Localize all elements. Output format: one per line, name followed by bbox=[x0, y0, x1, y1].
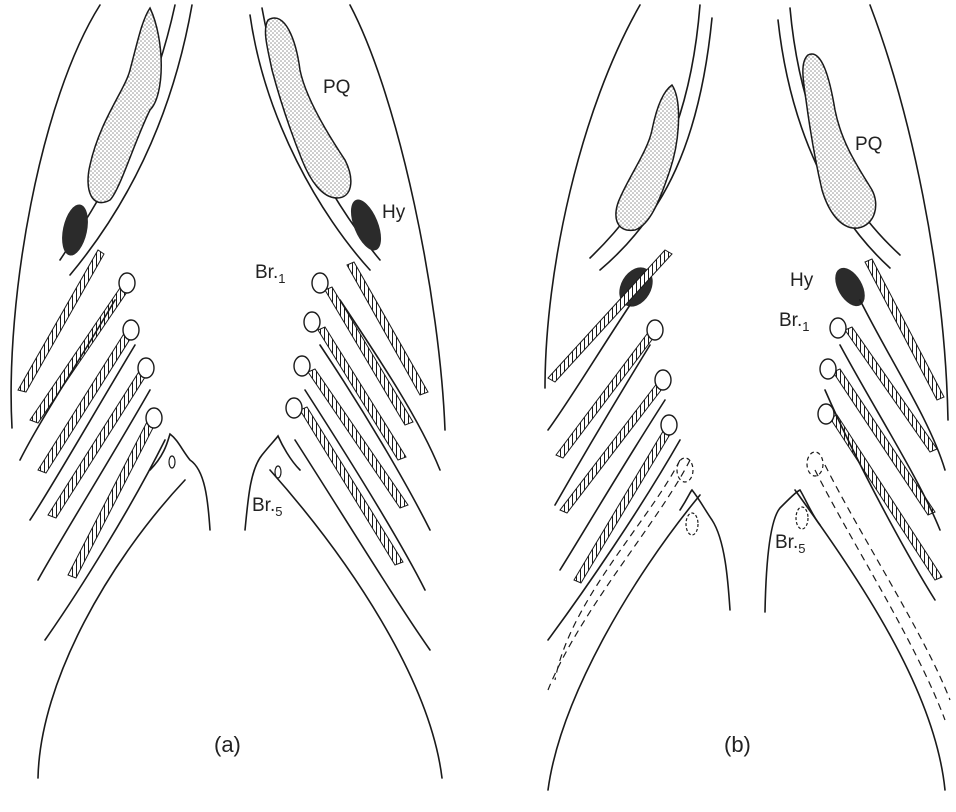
gill-arch-1-left-b bbox=[548, 250, 672, 382]
label-hy-b: Hy bbox=[790, 270, 814, 291]
pharyngobranchial-3-left-b bbox=[661, 415, 677, 435]
pharyngobranchial-2-left bbox=[123, 320, 139, 340]
gill-arch-2-right-b bbox=[845, 327, 937, 452]
pharyngobranchial-3-right-b bbox=[818, 404, 834, 424]
right-lower-body-b bbox=[795, 490, 945, 790]
right-lower-body bbox=[270, 470, 442, 778]
fifth-arch-foramen-left-b bbox=[686, 513, 698, 535]
left-gill-septum-4 bbox=[45, 440, 165, 640]
fifth-arch-left bbox=[150, 434, 210, 530]
pharyngobranchial-3-left bbox=[138, 358, 154, 378]
hyomandibular-right bbox=[345, 195, 387, 254]
dashed-pharyngobranchial-right-b bbox=[807, 452, 823, 476]
label-br1-a: Br.1 bbox=[255, 262, 285, 286]
gill-arch-1-left bbox=[18, 250, 104, 392]
pharyngobranchial-2-left-b bbox=[655, 370, 671, 390]
panel-a: PQ Hy Br.1 Br.5 (a) bbox=[11, 5, 445, 778]
left-gill-septum-4-b bbox=[548, 440, 680, 640]
right-body-outline-b bbox=[870, 5, 948, 420]
fifth-arch-left-b bbox=[680, 490, 730, 610]
gill-arch-5-left bbox=[68, 420, 155, 578]
pharyngobranchial-2-right-b bbox=[820, 359, 836, 379]
pharyngobranchial-1-right bbox=[312, 273, 328, 293]
gill-arch-4-left-b bbox=[574, 428, 672, 583]
pharyngobranchial-1-left-b bbox=[647, 320, 663, 340]
gill-arch-3-left-b bbox=[560, 382, 665, 513]
label-br5-b: Br.5 bbox=[775, 532, 805, 556]
gill-arch-1-right-b bbox=[865, 259, 944, 400]
palatoquadrate-left-b bbox=[616, 85, 679, 230]
label-hy-a: Hy bbox=[382, 202, 406, 223]
fifth-arch-foramen-right bbox=[275, 466, 281, 478]
label-br5-a: Br.5 bbox=[252, 495, 282, 519]
fifth-arch-foramen-left bbox=[169, 456, 175, 468]
hyomandibular-left bbox=[58, 202, 92, 258]
label-br1-b: Br.1 bbox=[779, 310, 809, 334]
left-gill-septum-3 bbox=[38, 390, 150, 580]
pharyngobranchial-4-left bbox=[146, 408, 162, 428]
pharyngobranchial-1-right-b bbox=[830, 318, 846, 338]
pharyngobranchial-1-left bbox=[119, 273, 135, 293]
pharyngobranchial-4-right bbox=[286, 398, 302, 418]
label-pq-b: PQ bbox=[855, 134, 882, 155]
fifth-arch-foramen-right-b bbox=[796, 507, 808, 529]
left-gill-septum-3-b bbox=[560, 400, 665, 570]
dashed-gill-arch-5-left-b bbox=[548, 460, 690, 690]
pharyngobranchial-2-right bbox=[304, 312, 320, 332]
caption-b: (b) bbox=[724, 732, 751, 757]
right-gill-septum-4 bbox=[295, 440, 430, 650]
palatoquadrate-right bbox=[265, 18, 350, 198]
pharyngobranchial-3-right bbox=[294, 356, 310, 376]
panel-b: PQ Hy Br.1 Br.5 (b) bbox=[545, 5, 950, 790]
left-lower-body bbox=[38, 480, 185, 778]
caption-a: (a) bbox=[214, 732, 241, 757]
gill-arch-2-left-b bbox=[556, 330, 657, 458]
label-pq-a: PQ bbox=[323, 77, 350, 98]
palatoquadrate-left bbox=[88, 8, 161, 203]
hyomandibular-right-b bbox=[829, 263, 871, 311]
